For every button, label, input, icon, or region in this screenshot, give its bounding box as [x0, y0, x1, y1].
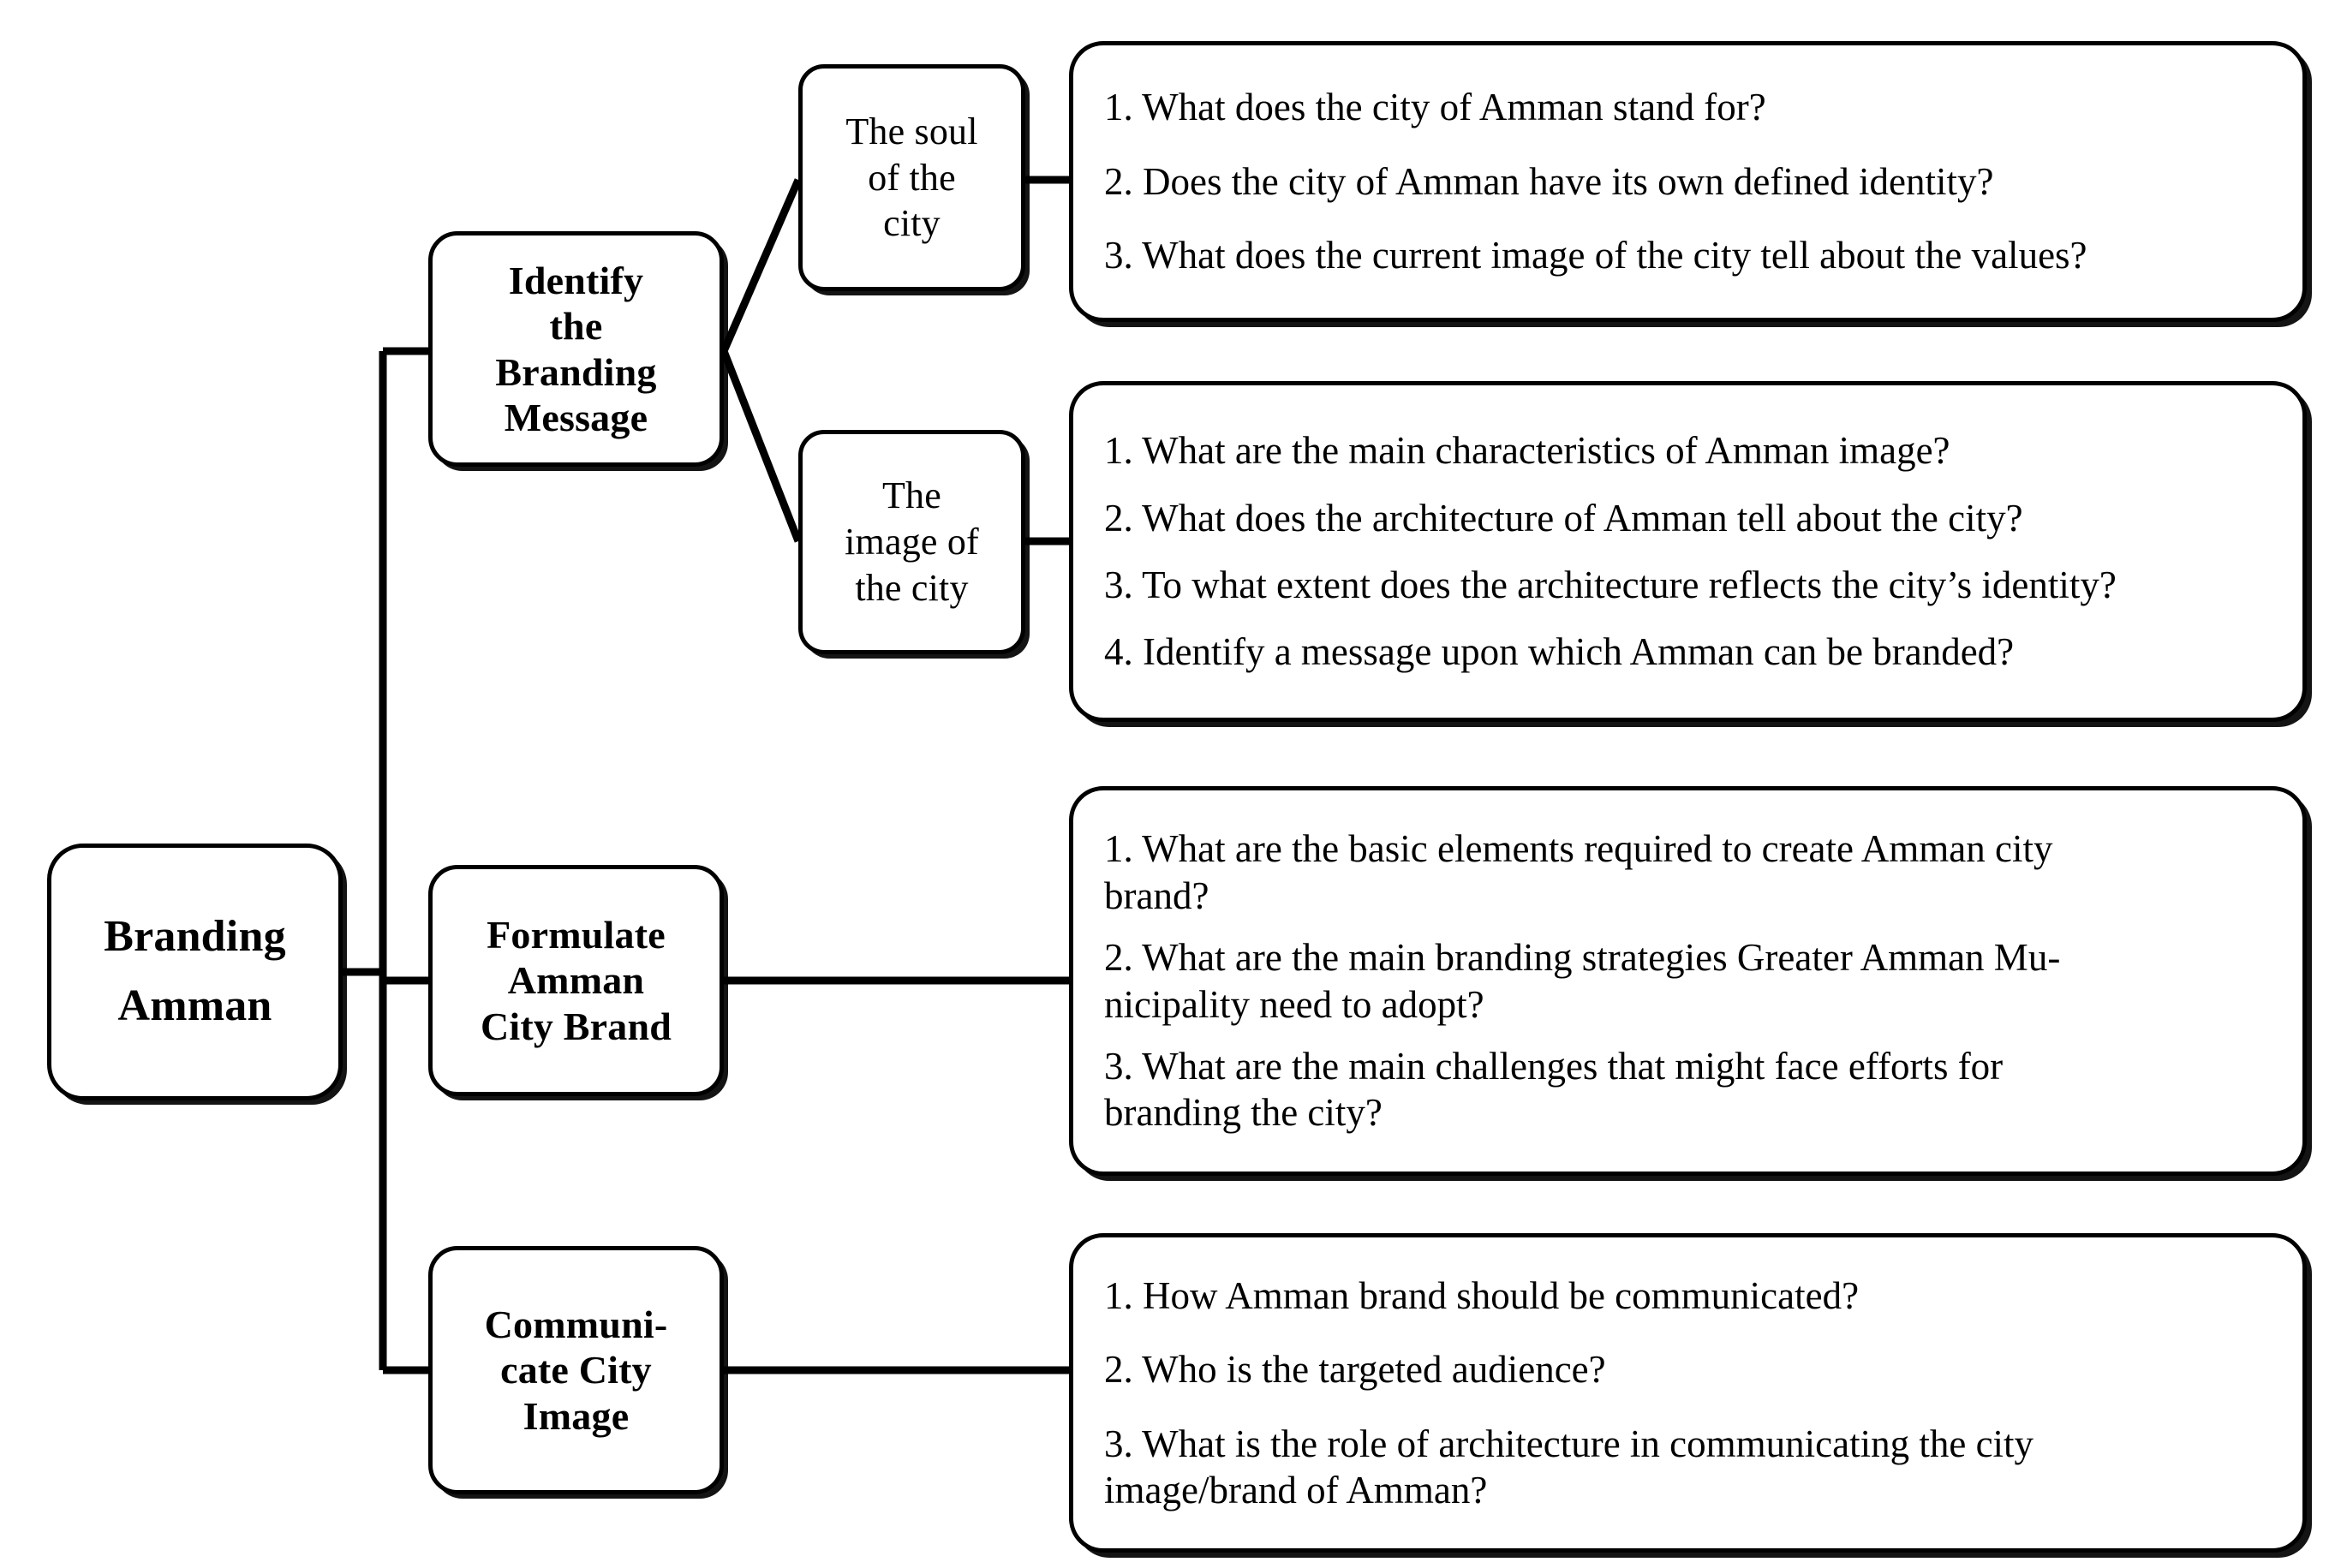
panel-item: 2. Does the city of Amman have its own d… [1104, 159, 1994, 203]
panel-item: 4. Identify a message upon which Amman c… [1104, 630, 2015, 674]
node-communicate-city-image[interactable]: Communi- cate City Image [428, 1246, 724, 1494]
panel-item: 3. What does the current image of the ci… [1104, 234, 2087, 277]
node-soul-label: The soul of the city [845, 110, 978, 245]
panel-item: 3. To what extent does the architecture … [1104, 563, 2117, 606]
panel-item: 2. What does the architecture of Amman t… [1104, 496, 2023, 540]
node-branding-amman-label: Branding Amman [104, 912, 286, 1030]
node-the-image-of-the-city[interactable]: The image of the city [798, 430, 1025, 654]
panel-item: 2. Who is the targeted audience? [1104, 1348, 1606, 1392]
node-branding-amman[interactable]: Branding Amman [47, 844, 343, 1100]
node-communicate-label: Communi- cate City Image [484, 1302, 668, 1438]
node-identify-label: Identify the Branding Message [495, 258, 657, 439]
edge-identify-to-image [720, 349, 803, 543]
panel-item: 1. What are the basic elements required … [1104, 827, 2053, 917]
node-formulate-amman-city-brand[interactable]: Formulate Amman City Brand [428, 865, 724, 1096]
panel-item: 1. How Amman brand should be communicate… [1104, 1273, 1860, 1317]
panel-item: 1. What are the main characteristics of … [1104, 429, 1950, 473]
panel-item: 2. What are the main branding strategies… [1104, 936, 2061, 1026]
panel-formulate-questions: 1. What are the basic elements required … [1069, 786, 2307, 1176]
node-image-label: The image of the city [845, 474, 979, 609]
edge-identify-to-soul [720, 178, 803, 353]
node-identify-the-branding-message[interactable]: Identify the Branding Message [428, 231, 724, 467]
node-the-soul-of-the-city[interactable]: The soul of the city [798, 64, 1025, 291]
panel-item: 1. What does the city of Amman stand for… [1104, 86, 1766, 129]
panel-communicate-questions: 1. How Amman brand should be communicate… [1069, 1233, 2307, 1553]
node-formulate-label: Formulate Amman City Brand [480, 912, 672, 1048]
panel-item: 3. What is the role of architecture in c… [1104, 1422, 2034, 1511]
panel-image-questions: 1. What are the main characteristics of … [1069, 381, 2307, 722]
panel-item: 3. What are the main challenges that mig… [1104, 1044, 2004, 1135]
panel-soul-questions: 1. What does the city of Amman stand for… [1069, 41, 2307, 322]
